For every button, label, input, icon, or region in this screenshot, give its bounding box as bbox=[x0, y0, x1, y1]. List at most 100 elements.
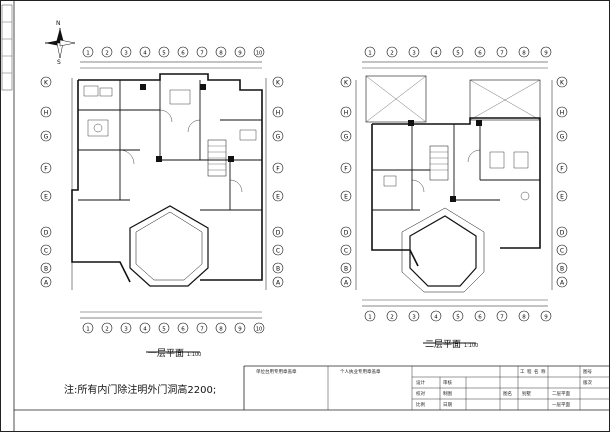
plan2-col-label-top: 5 bbox=[456, 51, 460, 57]
plan1-row-label-right: G bbox=[276, 134, 281, 141]
plan1-col-label-bottom: 10 bbox=[256, 327, 262, 333]
plan1-row-label-right: E bbox=[276, 194, 280, 201]
plan2-col-label-top: 8 bbox=[522, 51, 526, 57]
plan1-row-label-left: A bbox=[44, 280, 49, 287]
plan1-row-label-right: H bbox=[276, 110, 281, 117]
plan1-col-label-top: 5 bbox=[162, 51, 166, 57]
plan2-col-label-bottom: 1 bbox=[368, 315, 372, 321]
title-block-cell: 制图 bbox=[443, 392, 452, 397]
second-floor-plan bbox=[355, 61, 553, 307]
plan2-col-label-top: 7 bbox=[500, 51, 504, 57]
plan1-col-label-bottom: 4 bbox=[143, 327, 147, 333]
plan2-col-label-bottom: 4 bbox=[434, 315, 438, 321]
title-block-cell: 设计 bbox=[416, 381, 425, 386]
plan2-col-label-bottom: 8 bbox=[522, 315, 526, 321]
plan1-col-label-top: 7 bbox=[200, 51, 204, 57]
plan2-row-label-left: D bbox=[344, 230, 349, 237]
plan1-row-label-right: D bbox=[276, 230, 281, 237]
plan2-column-axis-labels: 1 2 3 4 5 6 7 8 9 1 2 3 4 5 6 7 8 9 bbox=[364, 46, 552, 322]
title-block-cell: 版次 bbox=[583, 381, 592, 386]
plan1-col-label-top: 2 bbox=[105, 51, 109, 57]
plan-2-name: 二层平面 bbox=[425, 340, 462, 350]
title-block-cell: 称 bbox=[541, 370, 546, 375]
plan2-col-label-bottom: 3 bbox=[412, 315, 416, 321]
title-block-cell: 别墅 bbox=[522, 392, 531, 397]
plan-1-title: 一层平面 1:100 bbox=[148, 346, 201, 359]
title-block-cell: 一层平面 bbox=[552, 403, 570, 408]
plan2-row-label-left: E bbox=[344, 194, 348, 201]
plan1-row-label-right: K bbox=[276, 80, 281, 87]
plan1-row-label-left: F bbox=[44, 166, 48, 173]
plan1-col-label-bottom: 8 bbox=[219, 327, 223, 333]
title-block-cell: 日期 bbox=[443, 403, 452, 408]
plan1-col-label-top: 8 bbox=[219, 51, 223, 57]
plan1-col-label-bottom: 5 bbox=[162, 327, 166, 333]
plan1-col-label-top: 10 bbox=[256, 51, 262, 57]
plan2-row-label-right: F bbox=[560, 166, 564, 173]
title-block-cell: 图号 bbox=[583, 370, 592, 375]
plan-1-scale: 1:100 bbox=[186, 352, 202, 358]
plan2-row-label-left: K bbox=[344, 80, 349, 87]
compass-north-label: N bbox=[56, 20, 61, 27]
plan1-col-label-bottom: 6 bbox=[181, 327, 185, 333]
title-block-cell: 图名 bbox=[503, 392, 512, 397]
plan2-row-label-left: B bbox=[344, 266, 348, 273]
plan2-col-label-bottom: 7 bbox=[500, 315, 504, 321]
plan2-row-label-right: G bbox=[560, 134, 565, 141]
plan2-row-label-left: H bbox=[344, 110, 349, 117]
plan2-row-label-right: A bbox=[560, 280, 565, 287]
plan2-col-label-bottom: 6 bbox=[478, 315, 482, 321]
title-block-cell: 校对 bbox=[416, 392, 425, 397]
plan2-col-label-top: 9 bbox=[544, 51, 548, 57]
plan2-row-label-right: H bbox=[560, 110, 565, 117]
plan2-col-label-top: 6 bbox=[478, 51, 482, 57]
plan1-col-label-top: 6 bbox=[181, 51, 185, 57]
plan1-row-label-right: F bbox=[276, 166, 280, 173]
plan2-col-label-bottom: 5 bbox=[456, 315, 460, 321]
plan1-row-label-left: D bbox=[44, 230, 49, 237]
plan1-row-label-left: C bbox=[44, 248, 48, 255]
plan2-row-axis-labels: K H G F E D C B A K H G F E D C B A bbox=[340, 76, 568, 288]
plan-1-name: 一层平面 bbox=[148, 349, 185, 359]
plan2-col-label-top: 4 bbox=[434, 51, 438, 57]
plan2-col-label-top: 2 bbox=[390, 51, 394, 57]
plan2-row-label-right: K bbox=[560, 80, 565, 87]
title-block-cell: 名 bbox=[534, 370, 539, 375]
plan2-row-label-left: F bbox=[344, 166, 348, 173]
plan1-row-label-left: H bbox=[44, 110, 49, 117]
title-block-cell: 二层平面 bbox=[552, 392, 570, 397]
plan2-col-label-bottom: 9 bbox=[544, 315, 548, 321]
compass-rose-icon bbox=[45, 28, 76, 59]
plan2-row-label-right: D bbox=[560, 230, 565, 237]
plan2-row-label-right: B bbox=[560, 266, 564, 273]
plan2-row-label-left: C bbox=[344, 248, 348, 255]
title-block-cell: 比例 bbox=[416, 403, 425, 408]
plan1-row-label-right: A bbox=[276, 280, 281, 287]
plan1-col-label-bottom: 3 bbox=[124, 327, 128, 333]
plan1-col-label-bottom: 7 bbox=[200, 327, 204, 333]
plan1-row-label-left: E bbox=[44, 194, 48, 201]
plan2-row-label-right: E bbox=[560, 194, 564, 201]
personal-stamp-label: 个人执业专用章盖章 bbox=[340, 370, 381, 375]
plan1-row-axis-labels: K H G F E D C B A K H G F E D C B A bbox=[40, 76, 284, 288]
plan2-col-label-top: 1 bbox=[368, 51, 372, 57]
title-block bbox=[327, 366, 610, 410]
plan1-col-label-top: 3 bbox=[124, 51, 128, 57]
unit-stamp-label: 单位台用专用章盖章 bbox=[256, 370, 297, 375]
plan-2-scale: 1:100 bbox=[463, 343, 479, 349]
plan1-row-label-left: K bbox=[44, 80, 49, 87]
title-block-cell: 审核 bbox=[443, 381, 452, 386]
plan1-row-label-left: B bbox=[44, 266, 48, 273]
plan2-row-label-right: C bbox=[560, 248, 564, 255]
plan2-col-label-bottom: 2 bbox=[390, 315, 394, 321]
plan2-row-label-left: G bbox=[344, 134, 349, 141]
compass-south-label: S bbox=[57, 59, 61, 66]
title-block-cell: 程 bbox=[527, 370, 532, 375]
plan1-col-label-top: 9 bbox=[238, 51, 242, 57]
title-block-cell: 工 bbox=[520, 370, 525, 375]
plan1-col-label-top: 1 bbox=[86, 51, 90, 57]
plan1-col-label-bottom: 1 bbox=[86, 327, 90, 333]
first-floor-plan bbox=[71, 61, 267, 319]
